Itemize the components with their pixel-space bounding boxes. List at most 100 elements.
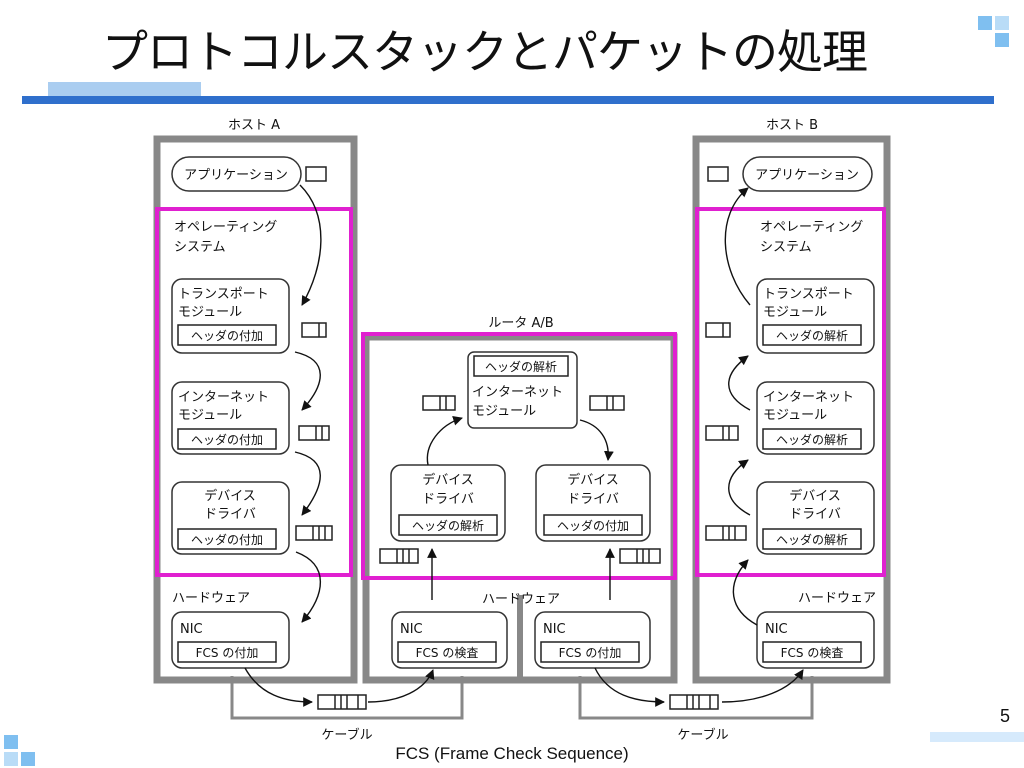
host-b-arrow-nic-to-driver [732, 559, 758, 626]
cable-right-line [578, 676, 814, 720]
router-right-nic-label: NIC [543, 622, 566, 637]
host-b-arrow-internet-to-transport [728, 355, 751, 411]
slide-title: プロトコルスタックとパケットの処理 [102, 25, 868, 79]
host-a-hardware-label: ハードウェア [172, 591, 250, 606]
corner-square-decoration [21, 752, 35, 766]
host-b-driver-label-2: ドライバ [789, 507, 841, 522]
host-a-arrow-transport-to-internet [294, 351, 321, 411]
router-arrow-left-driver-to-internet [426, 416, 463, 466]
host-b-nic-action-box [762, 641, 862, 663]
router-arrow-internet-to-right-driver [579, 419, 614, 461]
host-a-internet-action-box [177, 428, 277, 450]
host-b-driver-action-box [762, 528, 862, 550]
host-a-os-highlight [155, 207, 353, 577]
host-a-driver-label: デバイス [204, 488, 256, 504]
host-a-label: ホスト A [228, 118, 280, 133]
page-number: 5 [1000, 706, 1011, 726]
corner-square-decoration [4, 735, 18, 749]
router-right-driver-action: ヘッダの付加 [557, 518, 629, 533]
host-b-app-packet [707, 166, 729, 182]
host-a-os-label-2: システム [174, 240, 226, 255]
host-a-os-label: オペレーティング [174, 220, 277, 235]
host-a-internet-label-2: モジュール [178, 408, 242, 423]
cable-right-arrow-out [594, 667, 665, 707]
cable-right-label: ケーブル [677, 727, 728, 743]
corner-square-decoration [978, 16, 992, 30]
host-b-application-box [742, 156, 873, 192]
host-b-driver-label: デバイス [789, 488, 841, 504]
host-b-transport-action-box [762, 324, 862, 346]
host-b-internet-label-2: モジュール [763, 408, 827, 423]
host-b-internet-action-box [762, 428, 862, 450]
router-left-driver-label-2: ドライバ [422, 492, 474, 507]
host-b-os-highlight [695, 207, 886, 577]
host-a-application-box [171, 156, 302, 192]
router-right-driver-action-box [543, 514, 643, 536]
host-a-arrow-app-to-transport [299, 184, 322, 306]
host-b-transport-packet [705, 322, 731, 338]
host-b-driver-packet [705, 525, 747, 541]
cable-left-arrow-out [244, 667, 313, 707]
host-a-internet-action: ヘッダの付加 [191, 432, 263, 447]
host-b-internet-packet [705, 425, 739, 441]
router-hardware-label: ハードウェア [482, 592, 560, 607]
host-a-driver-label-2: ドライバ [204, 507, 256, 522]
host-b-nic-action: FCS の検査 [781, 646, 844, 660]
router-left-nic-label: NIC [400, 622, 423, 637]
router-internet-left-packet [422, 395, 456, 411]
host-b-hardware-label: ハードウェア [798, 591, 876, 606]
host-b-arrow-driver-to-internet [728, 459, 751, 516]
router-right-driver-label-2: ドライバ [567, 492, 619, 507]
host-a-driver-action-box [177, 528, 277, 550]
router-right-driver-label: デバイス [567, 472, 619, 488]
host-a-nic-label: NIC [180, 622, 203, 637]
host-a-transport-label: トランスポート [178, 287, 269, 302]
router-internet-right-packet [589, 395, 625, 411]
corner-square-decoration [995, 16, 1009, 30]
title-underline-accent [48, 82, 201, 98]
router-highlight [361, 332, 677, 580]
host-b-transport-label: トランスポート [763, 287, 854, 302]
host-b-internet-label: インターネット [763, 390, 854, 405]
corner-square-decoration [4, 752, 18, 766]
host-b-arrow-transport-to-app [724, 187, 751, 306]
corner-square-decoration [995, 33, 1009, 47]
host-a-arrow-driver-to-nic [295, 551, 321, 623]
host-a-driver-packet [295, 525, 333, 541]
cable-left-packet [317, 694, 367, 710]
host-b-os-label-2: システム [760, 240, 812, 255]
router-left-driver-label: デバイス [422, 472, 474, 488]
host-b-internet-action: ヘッダの解析 [776, 432, 848, 447]
host-a-transport-label-2: モジュール [178, 305, 242, 320]
host-a-transport-packet [301, 322, 327, 338]
router-left-nic-action-box [397, 641, 497, 663]
host-a-transport-action: ヘッダの付加 [191, 328, 263, 343]
host-a-transport-action-box [177, 324, 277, 346]
host-b-application-label: アプリケーション [755, 168, 859, 183]
cable-left-label: ケーブル [321, 727, 372, 743]
router-left-driver-action: ヘッダの解析 [412, 518, 484, 533]
host-b-transport-action: ヘッダの解析 [776, 328, 848, 343]
cable-left-arrow-in [367, 669, 435, 703]
router-left-nic-action: FCS の検査 [416, 646, 479, 660]
cable-right-packet [669, 694, 719, 710]
router-left-driver-action-box [398, 514, 498, 536]
host-a-internet-packet [298, 425, 330, 441]
host-b-transport-label-2: モジュール [763, 305, 827, 320]
host-b-label: ホスト B [766, 118, 818, 133]
router-left-driver-packet [379, 548, 419, 564]
cable-right-arrow-in [721, 669, 804, 703]
router-right-nic-action: FCS の付加 [559, 646, 622, 660]
router-internet-label: インターネット [472, 385, 563, 400]
router-label: ルータ A/B [488, 316, 553, 331]
footer-note: FCS (Frame Check Sequence) [395, 744, 629, 763]
host-a-application-label: アプリケーション [184, 168, 288, 183]
host-b-nic-label: NIC [765, 622, 788, 637]
bottom-accent-bar [930, 732, 1024, 742]
router-internet-action-box [473, 355, 569, 377]
router-right-nic-action-box [540, 641, 640, 663]
host-a-app-packet [305, 166, 327, 182]
cable-left-line [230, 676, 464, 720]
host-b-driver-action: ヘッダの解析 [776, 532, 848, 547]
